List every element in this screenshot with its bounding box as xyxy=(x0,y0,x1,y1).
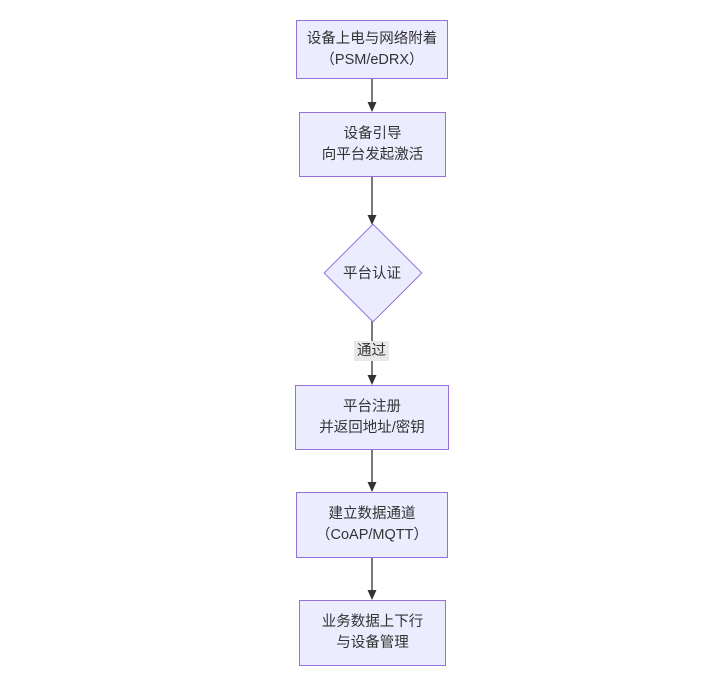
node-text-line: 平台注册 xyxy=(343,398,401,415)
node-text-line: 向平台发起激活 xyxy=(321,146,424,163)
node-text-line: 与设备管理 xyxy=(336,635,409,651)
node-text-line: 平台认证 xyxy=(343,265,401,282)
node-text-line: 设备引导 xyxy=(343,125,402,142)
arrow-register-to-channel xyxy=(367,450,377,492)
node-text-line: （PSM/eDRX） xyxy=(320,51,424,68)
flow-node-data-channel: 建立数据通道 （CoAP/MQTT） xyxy=(296,492,448,558)
arrow-channel-to-business xyxy=(367,558,377,600)
node-text-line: （CoAP/MQTT） xyxy=(316,527,428,543)
node-text-line: 设备上电与网络附着 xyxy=(306,30,438,47)
arrow-bootstrap-to-auth xyxy=(367,177,377,225)
node-text-line: 业务数据上下行 xyxy=(321,614,424,630)
flow-node-power-attach: 设备上电与网络附着 （PSM/eDRX） xyxy=(296,20,448,79)
flow-node-platform-auth: 平台认证 xyxy=(323,223,423,323)
node-text-line: 建立数据通道 xyxy=(328,506,416,522)
flow-node-business-data: 业务数据上下行 与设备管理 xyxy=(299,600,446,666)
flow-node-register: 平台注册 并返回地址/密钥 xyxy=(295,385,449,450)
edge-label-pass: 通过 xyxy=(354,341,389,361)
arrow-power-to-bootstrap xyxy=(367,79,377,112)
node-text-line: 并返回地址/密钥 xyxy=(319,419,425,436)
flow-node-bootstrap: 设备引导 向平台发起激活 xyxy=(299,112,446,177)
